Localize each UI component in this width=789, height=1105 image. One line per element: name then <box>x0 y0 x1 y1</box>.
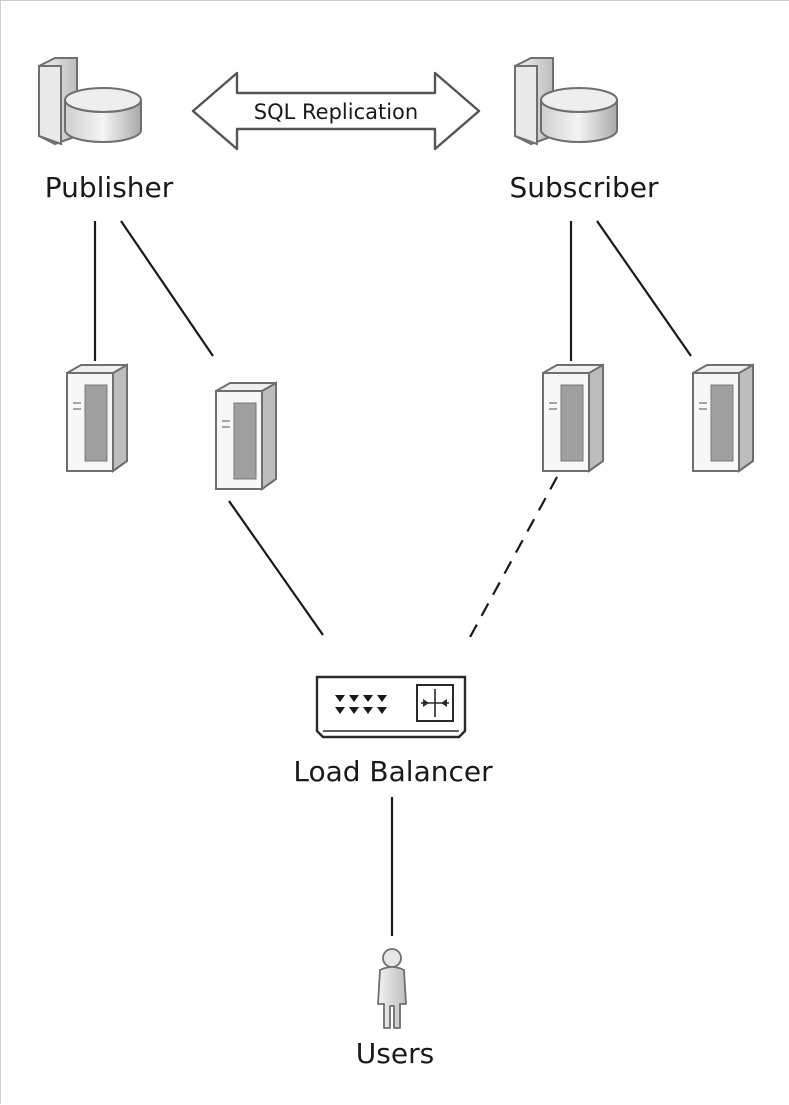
connector-publisher-server-2 <box>120 220 214 357</box>
user-icon <box>377 948 407 1029</box>
subscriber-label: Subscriber <box>509 171 659 204</box>
web-server-4-icon <box>692 363 754 473</box>
connector-server-2-load-balancer <box>228 500 324 636</box>
load-balancer-label: Load Balancer <box>293 755 493 788</box>
web-server-1-icon <box>66 363 128 473</box>
connector-server-3-load-balancer <box>468 476 558 640</box>
web-server-2-icon <box>215 381 277 491</box>
connections <box>93 220 692 936</box>
users-label: Users <box>356 1037 434 1070</box>
connector-subscriber-server-4 <box>596 220 692 357</box>
web-server-3-icon <box>542 363 604 473</box>
sql-replication-label: SQL Replication <box>254 100 418 124</box>
subscriber-database-server-icon <box>514 57 618 146</box>
publisher-database-server-icon <box>38 57 142 146</box>
sql-replication-double-arrow-icon <box>191 71 481 151</box>
load-balancer-icon <box>315 675 467 739</box>
publisher-label: Publisher <box>45 171 174 204</box>
